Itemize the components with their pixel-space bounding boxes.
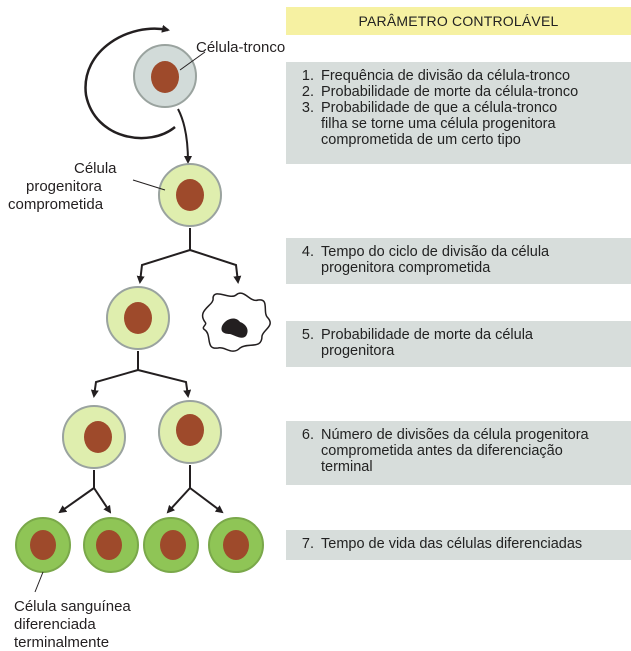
progenitor-cell-gen2 — [106, 286, 170, 350]
parameter-item-5: 5. Probabilidade de morte da célula prog… — [301, 327, 533, 359]
split-1 — [136, 228, 242, 284]
dying-cell — [201, 292, 271, 352]
terminal-cell-1 — [15, 517, 71, 573]
committed-progenitor-cell — [158, 163, 222, 227]
progenitor-label-line2: progenitora — [26, 178, 102, 195]
stem-cell — [133, 44, 197, 108]
parameter-panel-4: 4. Tempo do ciclo de divisão da célula p… — [286, 238, 631, 284]
split-2 — [90, 351, 192, 398]
terminal-cell-pointer — [34, 571, 44, 593]
progenitor-pointer — [132, 179, 166, 191]
parameter-item-6: 6. Número de divisões da célula progenit… — [301, 427, 589, 475]
arrow-stem-to-progenitor — [177, 108, 192, 164]
parameter-panel-1: 1. Frequência de divisão da célula-tronc… — [286, 62, 631, 164]
terminal-cell-2 — [83, 517, 139, 573]
terminal-label-line3: terminalmente — [14, 634, 110, 651]
parameter-panel-7: 7. Tempo de vida das células diferenciad… — [286, 530, 631, 560]
split-3 — [58, 465, 224, 514]
progenitor-cell-gen3-left — [62, 405, 126, 469]
self-renewal-arrow — [84, 24, 176, 140]
progenitor-label-line3: comprometida — [8, 196, 104, 213]
terminal-label-line1: Célula sanguínea — [14, 598, 131, 615]
stem-cell-label: Célula-tronco — [196, 39, 286, 56]
terminal-cell-3 — [143, 517, 199, 573]
stem-cell-pointer — [179, 51, 206, 71]
progenitor-label-line1: Célula — [74, 160, 117, 177]
parameter-panel-5: 5. Probabilidade de morte da célula prog… — [286, 321, 631, 367]
terminal-cell-4 — [208, 517, 264, 573]
parameter-item-7: 7. Tempo de vida das células diferenciad… — [301, 536, 583, 552]
parameter-item-2: 2. Probabilidade de morte da célula-tron… — [301, 84, 579, 100]
parameter-item-4: 4. Tempo do ciclo de divisão da célula p… — [301, 244, 550, 276]
parameter-item-1: 1. Frequência de divisão da célula-tronc… — [301, 68, 571, 84]
parameter-panel-6: 6. Número de divisões da célula progenit… — [286, 421, 631, 485]
progenitor-cell-gen3-right — [158, 400, 222, 464]
terminal-label-line2: diferenciada — [14, 616, 96, 633]
parameter-header: PARÂMETRO CONTROLÁVEL — [286, 7, 631, 35]
parameter-item-3: 3. Probabilidade de que a célula-tronco … — [301, 100, 558, 148]
